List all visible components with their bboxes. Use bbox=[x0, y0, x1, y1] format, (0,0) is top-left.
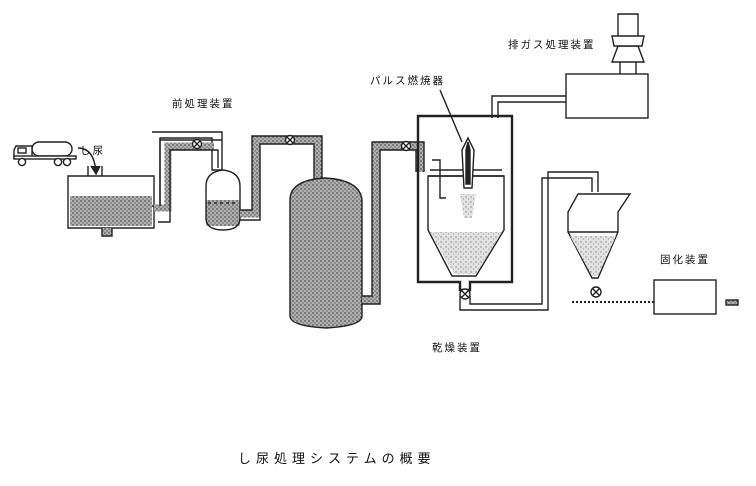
truck-icon bbox=[13, 141, 77, 167]
label-exhaust-treatment: 排ガス処理装置 bbox=[508, 38, 596, 51]
storage-tank bbox=[289, 177, 363, 329]
valve-icon bbox=[193, 140, 201, 148]
diagram-caption: し尿処理システムの概要 bbox=[238, 452, 436, 467]
pipe-segment-2 bbox=[240, 135, 323, 221]
valve-icon bbox=[286, 136, 294, 144]
product-hopper bbox=[567, 193, 632, 279]
valve-icon bbox=[592, 288, 600, 296]
receiving-tank bbox=[67, 166, 155, 237]
label-solidification: 固化装置 bbox=[660, 253, 710, 266]
label-pulse-combustor: パルス燃焼器 bbox=[370, 74, 445, 87]
label-pretreatment: 前処理装置 bbox=[172, 97, 235, 110]
solid-product bbox=[725, 299, 739, 306]
pipe-segment-1 bbox=[152, 131, 223, 223]
dryer-vessel bbox=[416, 114, 514, 292]
flame-icon bbox=[460, 136, 476, 218]
exhaust-duct bbox=[491, 95, 566, 118]
valve-icon bbox=[402, 142, 410, 150]
label-drying: 乾燥装置 bbox=[432, 341, 482, 354]
solidification-unit bbox=[653, 279, 717, 315]
pointer-line bbox=[439, 89, 463, 143]
arrow-head-icon bbox=[90, 165, 101, 176]
conveyor-pipe bbox=[459, 171, 599, 311]
label-raw-sewage: し尿 bbox=[80, 145, 105, 157]
valve-icon bbox=[461, 290, 469, 298]
exhaust-treatment-unit bbox=[565, 13, 649, 119]
pipe-segment-3 bbox=[362, 141, 425, 305]
intermediate-tank bbox=[205, 169, 241, 231]
